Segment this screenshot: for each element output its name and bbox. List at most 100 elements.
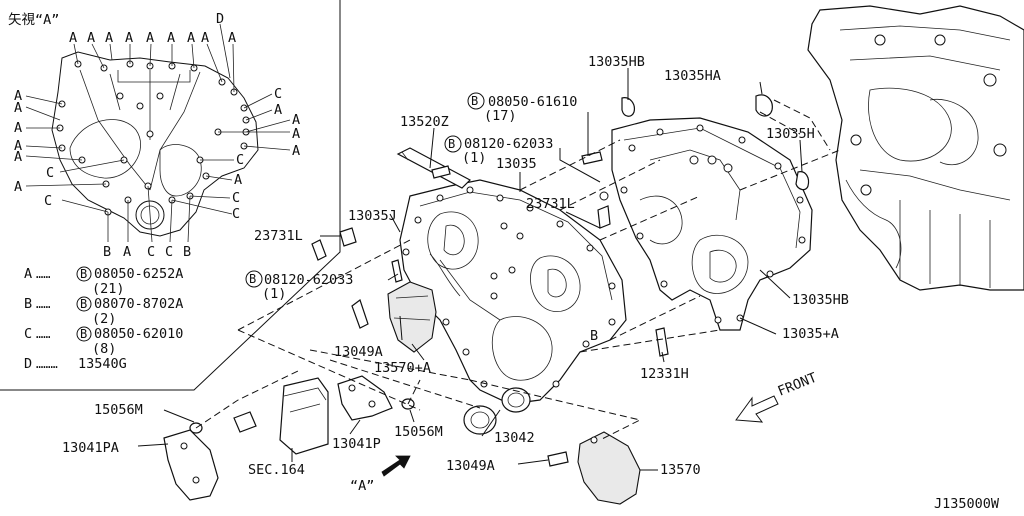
legend-row-a: A …… B 08050-6252A (21) [24, 266, 183, 297]
circled-b-icon [245, 270, 263, 288]
label-08120-62033-left-qty: (1) [262, 286, 286, 302]
label-13035j: 13035J [348, 208, 397, 224]
inset-letter-d: D [216, 11, 224, 27]
svg-text:13540G: 13540G [78, 356, 127, 372]
chain-guide-rod [396, 147, 471, 189]
inset-top-letters: A A A A A A A A A [69, 30, 236, 46]
label-front: FRONT [776, 370, 820, 400]
label-23731l-left: 23731L [254, 228, 303, 244]
letter-b-marker: B [590, 328, 598, 344]
svg-text:A: A [105, 30, 113, 46]
label-view-a: “A” [350, 478, 374, 494]
svg-text:C: C [232, 190, 240, 206]
label-13041p: 13041P [332, 436, 381, 452]
gasket-13570a [387, 281, 437, 353]
svg-text:08050-62010: 08050-62010 [94, 326, 183, 342]
label-13035: 13035 [496, 156, 537, 172]
svg-text:A: A [14, 179, 22, 195]
inset-border [0, 0, 341, 391]
svg-text:C: C [232, 206, 240, 222]
bracket-13041p [337, 375, 393, 421]
svg-text:A: A [274, 102, 282, 118]
svg-text:A: A [146, 30, 154, 46]
inset-rib-3 [109, 70, 181, 140]
gasket-13570 [577, 431, 641, 505]
label-08050-61610-qty: (17) [484, 108, 517, 124]
svg-text:……: …… [36, 297, 50, 311]
svg-text:A: A [14, 149, 22, 165]
svg-text:B: B [471, 94, 478, 108]
svg-text:A: A [123, 244, 131, 260]
label-08120-62033-left: 08120-62033 [264, 272, 353, 288]
circled-b-icon [467, 92, 485, 110]
label-sec164: SEC.164 [248, 462, 305, 478]
inset-bottom-letters: B A C C B [103, 244, 191, 260]
svg-text:A: A [87, 30, 95, 46]
legend-row-d: D ……… 13540G [24, 356, 127, 372]
svg-text:A: A [69, 30, 77, 46]
svg-text:……: …… [36, 267, 50, 281]
svg-text:C: C [165, 244, 173, 260]
inset-left-chamber [69, 119, 141, 179]
label-13570a: 13570+A [374, 360, 431, 376]
svg-text:A: A [24, 266, 32, 282]
callout-leaders [137, 68, 803, 471]
label-15056m-mid: 15056M [394, 424, 443, 440]
svg-text:A: A [14, 100, 22, 116]
svg-text:A: A [292, 112, 300, 128]
callout-labels: 13035HB 13035HA B 08050-61610 (17) 13520… [62, 54, 1000, 512]
circled-b-icon [76, 296, 92, 312]
inset-crank-seal-inner [140, 205, 160, 225]
label-23731l-right: 23731L [526, 196, 575, 212]
inset-bolt-holes [56, 60, 250, 216]
svg-text:B: B [103, 244, 111, 260]
label-13035ha: 13035HA [664, 68, 721, 84]
label-08120-62033-top: 08120-62033 [464, 136, 553, 152]
svg-text:A: A [14, 88, 22, 104]
label-13570: 13570 [660, 462, 701, 478]
label-13049a-bottom: 13049A [446, 458, 495, 474]
svg-text:A: A [14, 120, 22, 136]
svg-text:C: C [236, 152, 244, 168]
label-13035hb-mid: 13035HB [792, 292, 849, 308]
svg-text:C: C [274, 86, 282, 102]
label-13042: 13042 [494, 430, 535, 446]
svg-text:B: B [448, 137, 455, 151]
label-08050-61610: 08050-61610 [488, 94, 577, 110]
svg-text:B: B [24, 296, 32, 312]
svg-text:A: A [228, 30, 236, 46]
front-timing-cover: B [399, 179, 627, 405]
svg-text:A: A [187, 30, 195, 46]
engine-block [807, 5, 1024, 291]
svg-text:A: A [14, 138, 22, 154]
svg-text:………: ……… [36, 357, 58, 371]
svg-text:A: A [292, 126, 300, 142]
label-ref-code: J135000W [934, 496, 1000, 512]
dashed-guides [195, 99, 841, 441]
label-13041pa: 13041PA [62, 440, 119, 456]
label-13520z: 13520Z [400, 114, 449, 130]
inset-right-letters: C A A A A C A C C [232, 86, 300, 222]
svg-text:08050-6252A: 08050-6252A [94, 266, 183, 282]
label-12331h: 12331H [640, 366, 689, 382]
circled-b-icon [444, 135, 462, 153]
svg-text:C: C [46, 165, 54, 181]
inset-crank-seal [135, 200, 165, 230]
svg-text:B: B [183, 244, 191, 260]
svg-text:B: B [80, 327, 87, 341]
legend-row-b: B …… B 08070-8702A (2) [24, 296, 183, 327]
svg-text:A: A [125, 30, 133, 46]
inset-rib-2 [149, 71, 201, 191]
inset-top-bracket [117, 70, 191, 83]
inset-leaders [25, 23, 291, 243]
bracket-13041pa [163, 429, 219, 501]
rear-cover-bosses [620, 124, 806, 324]
circled-b-icon [76, 266, 92, 282]
label-13035a: 13035+A [782, 326, 839, 342]
circled-b-icon [76, 326, 92, 342]
label-15056m-left: 15056M [94, 402, 143, 418]
sec164-component [279, 377, 329, 455]
svg-text:B: B [80, 267, 87, 281]
label-13049a-left: 13049A [334, 344, 383, 360]
